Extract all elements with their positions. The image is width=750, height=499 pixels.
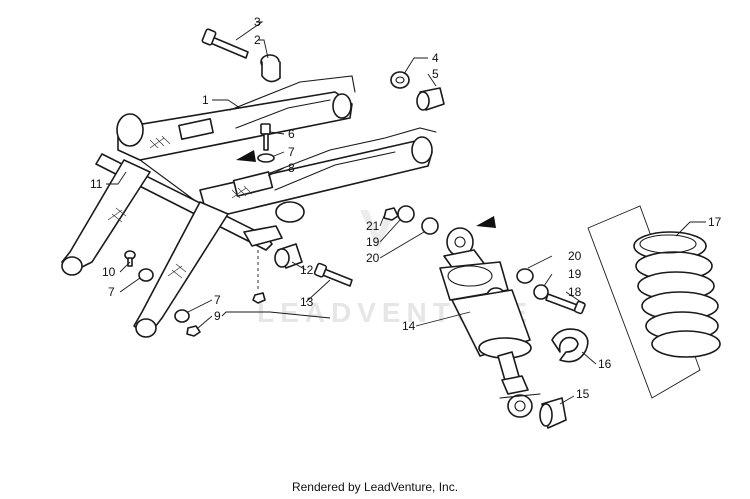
callout-9: 9 <box>214 309 221 323</box>
callout-11: 11 <box>90 177 103 191</box>
callout-21: 21 <box>366 219 380 233</box>
rendered-by-credit: Rendered by LeadVenture, Inc. <box>291 480 459 494</box>
shock-absorber <box>439 227 541 418</box>
callout-1: 1 <box>202 93 209 107</box>
callout-6: 6 <box>288 127 295 141</box>
arrow-icon <box>236 150 256 162</box>
callout-15: 15 <box>576 387 590 401</box>
callout-10: 10 <box>102 265 116 279</box>
callout-18: 18 <box>568 285 582 299</box>
callout-14: 14 <box>402 319 416 333</box>
callout-19-right: 19 <box>568 267 582 281</box>
leaders <box>106 21 706 405</box>
spring-retainer-and-bushing <box>539 328 589 429</box>
callout-8: 8 <box>288 161 295 175</box>
callout-13: 13 <box>300 295 314 309</box>
callout-20-right: 20 <box>568 249 582 263</box>
callout-17: 17 <box>708 215 722 229</box>
cross-shaft-and-lower-arms <box>61 153 283 338</box>
hardware <box>124 28 586 337</box>
upper-a-arm <box>116 75 437 223</box>
callout-12: 12 <box>300 263 314 277</box>
callout-19-left: 19 <box>366 235 380 249</box>
callout-16: 16 <box>598 357 612 371</box>
callout-5: 5 <box>432 67 439 81</box>
callout-7-lower: 7 <box>214 293 221 307</box>
direction-arrows <box>236 150 496 228</box>
coil-spring <box>587 205 721 399</box>
callout-2: 2 <box>254 33 261 47</box>
watermark-logo <box>360 210 396 250</box>
callout-7-left: 7 <box>108 285 115 299</box>
callout-3: 3 <box>254 15 261 29</box>
callout-7-upper: 7 <box>288 145 295 159</box>
callouts: 3 2 1 4 5 6 7 8 11 17 21 19 20 20 19 18 … <box>90 15 722 401</box>
callout-20-left: 20 <box>366 251 380 265</box>
callout-4: 4 <box>432 51 439 65</box>
arrow-icon <box>476 216 496 228</box>
